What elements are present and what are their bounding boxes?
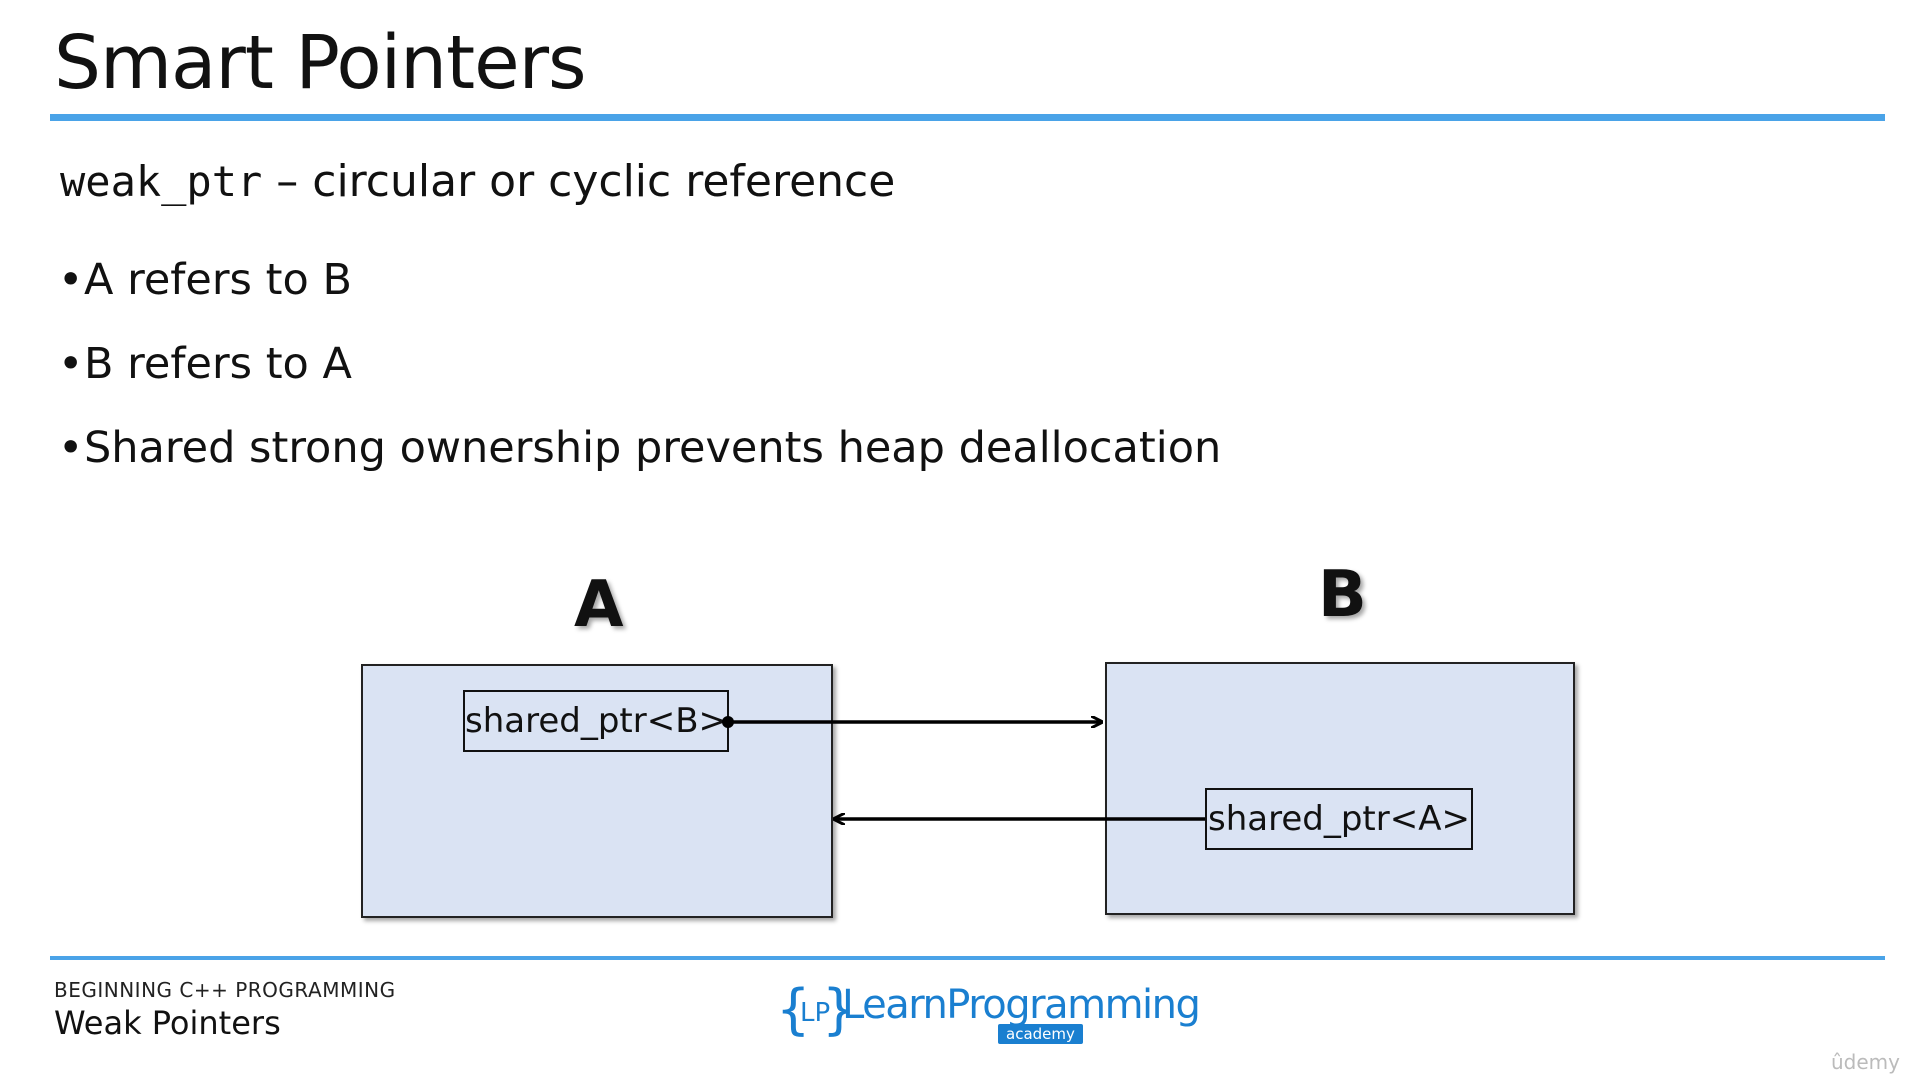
bullet-dot-icon: • <box>58 255 84 305</box>
slide-subtitle: weak_ptr – circular or cyclic reference <box>60 152 895 212</box>
shared-ptr-b-in-a: shared_ptr<B> <box>463 690 729 752</box>
bullet-text: B refers to A <box>84 339 352 389</box>
subtitle-code: weak_ptr <box>60 157 263 206</box>
bullet-dot-icon: • <box>58 339 84 389</box>
object-a-label: A <box>574 568 624 642</box>
learnprogramming-logo: { LP } LearnProgramming academy <box>776 978 1201 1048</box>
bullet-item: •A refers to B <box>58 250 1221 334</box>
bullet-item: •B refers to A <box>58 334 1221 418</box>
logo-right-brace: } <box>822 978 857 1041</box>
object-b-label: B <box>1318 558 1367 632</box>
title-divider <box>50 114 1885 121</box>
bullet-text: Shared strong ownership prevents heap de… <box>84 423 1222 473</box>
shared-ptr-a-in-b: shared_ptr<A> <box>1205 788 1473 850</box>
slide-title: Smart Pointers <box>54 20 587 106</box>
footer-divider <box>50 956 1885 960</box>
subtitle-text: – circular or cyclic reference <box>262 156 896 207</box>
logo-subtext: academy <box>998 1024 1083 1044</box>
bullet-dot-icon: • <box>58 423 84 473</box>
arrow-origin-dot <box>722 716 734 728</box>
logo-text: LearnProgramming <box>842 982 1201 1028</box>
course-name: BEGINNING C++ PROGRAMMING <box>54 978 396 1002</box>
logo-lp: LP <box>800 998 831 1028</box>
lesson-name: Weak Pointers <box>54 1004 281 1042</box>
bullet-item: •Shared strong ownership prevents heap d… <box>58 418 1221 502</box>
udemy-watermark: ûdemy <box>1831 1050 1900 1074</box>
bullet-list: •A refers to B •B refers to A •Shared st… <box>58 250 1221 502</box>
logo-left-brace: { <box>776 978 811 1041</box>
bullet-text: A refers to B <box>84 255 352 305</box>
